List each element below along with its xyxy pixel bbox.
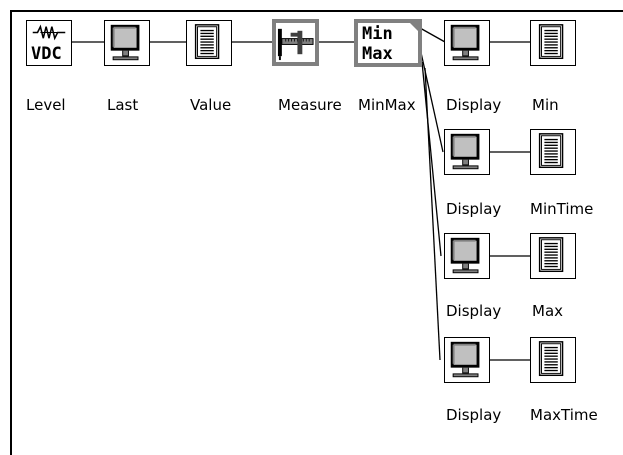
level-label: Level	[26, 96, 66, 114]
last-label: Last	[107, 96, 139, 114]
caliper-icon	[277, 28, 314, 61]
monitor-icon	[449, 132, 481, 171]
monitor-icon	[449, 23, 481, 62]
document-icon	[538, 133, 564, 169]
min-text: Min	[362, 24, 393, 44]
max-label: Max	[532, 302, 564, 320]
monitor-icon	[109, 23, 141, 62]
display2-label: Display	[446, 200, 502, 218]
value-label: Value	[190, 96, 232, 114]
measure-label: Measure	[278, 96, 342, 114]
min-label: Min	[532, 96, 559, 114]
maxtime-label: MaxTime	[530, 406, 598, 424]
document-icon	[194, 24, 220, 60]
min-block[interactable]	[530, 20, 576, 66]
display2-block[interactable]	[444, 129, 490, 175]
vdc-text: VDC	[31, 44, 62, 64]
max-text: Max	[362, 44, 393, 64]
value-block[interactable]	[186, 20, 232, 66]
display3-label: Display	[446, 302, 502, 320]
mintime-label: MinTime	[530, 200, 594, 218]
corner-marker-icon	[410, 23, 418, 31]
last-block[interactable]	[104, 20, 150, 66]
display3-block[interactable]	[444, 233, 490, 279]
display1-block[interactable]	[444, 20, 490, 66]
sine-wave-icon	[32, 24, 66, 41]
monitor-icon	[449, 236, 481, 275]
document-icon	[538, 237, 564, 273]
display4-label: Display	[446, 406, 502, 424]
canvas-frame	[10, 10, 623, 455]
maxtime-block[interactable]	[530, 337, 576, 383]
max-block[interactable]	[530, 233, 576, 279]
monitor-icon	[449, 340, 481, 379]
document-icon	[538, 24, 564, 60]
minmax-label: MinMax	[358, 96, 416, 114]
document-icon	[538, 341, 564, 377]
measure-block[interactable]	[272, 19, 319, 66]
minmax-block[interactable]: Min Max	[354, 19, 422, 67]
level-block[interactable]: VDC	[26, 20, 72, 66]
display1-label: Display	[446, 96, 502, 114]
mintime-block[interactable]	[530, 129, 576, 175]
display4-block[interactable]	[444, 337, 490, 383]
